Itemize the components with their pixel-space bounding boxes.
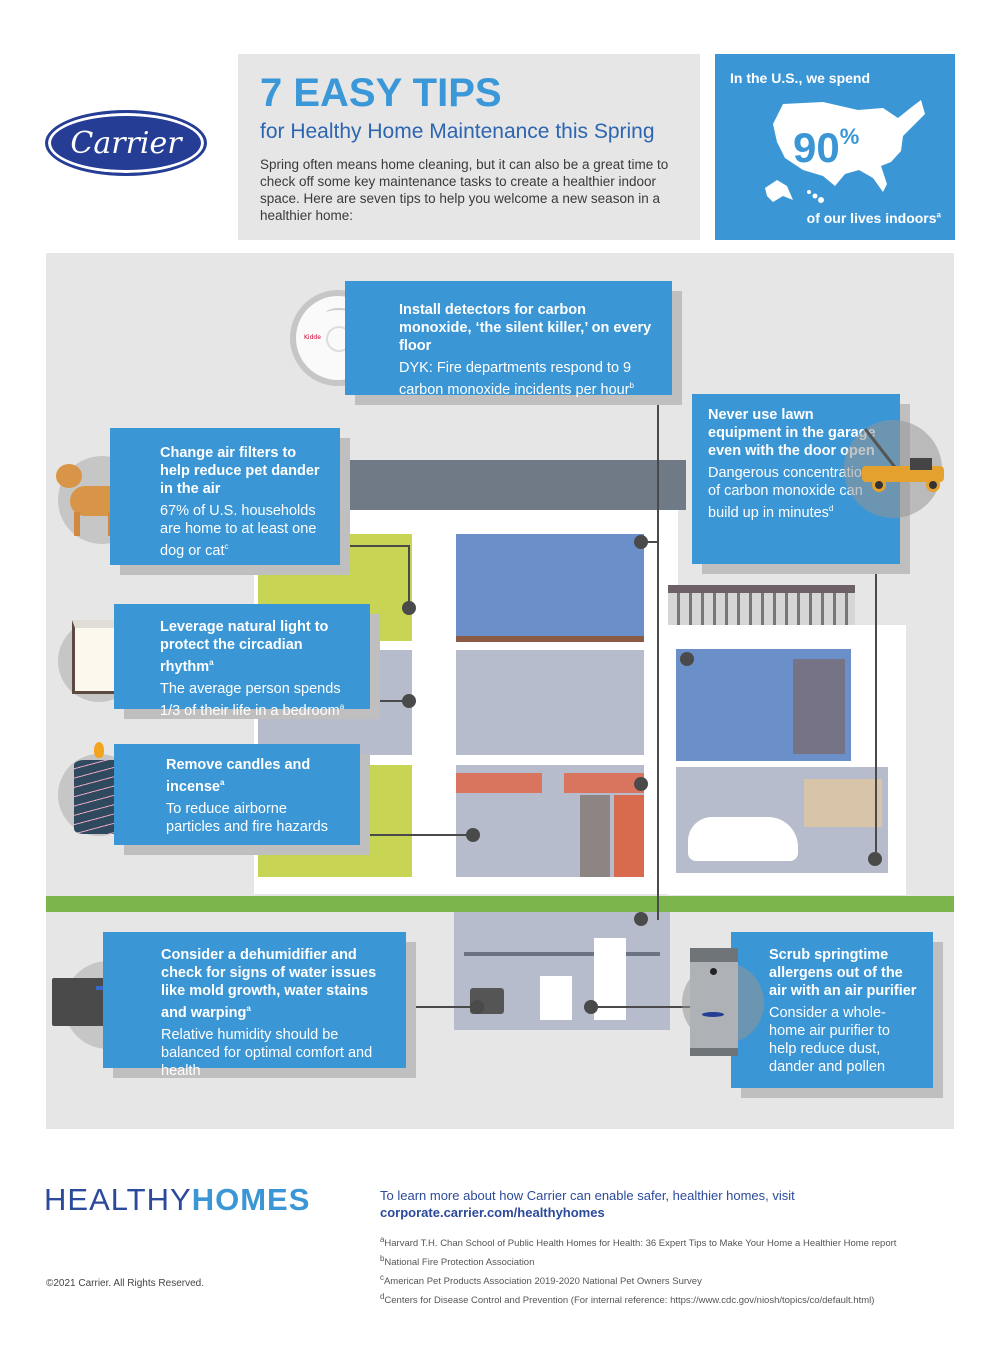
carrier-logo: Carrier (45, 110, 207, 176)
tip-detail: Relative humidity should be balanced for… (161, 1026, 373, 1079)
intro-panel: 7 EASY TIPS for Healthy Home Maintenance… (238, 54, 700, 240)
tip-detail: The average person spends 1/3 of their l… (160, 680, 345, 719)
tip-detail: DYK: Fire departments respond to 9 carbo… (399, 360, 634, 398)
learn-more-text: To learn more about how Carrier can enab… (380, 1188, 795, 1220)
stat-top-text: In the U.S., we spend (730, 70, 871, 86)
pendant-light-icon (466, 540, 536, 568)
room-garage (676, 767, 888, 873)
tip-title: Change air filters to help reduce pet da… (160, 445, 320, 497)
tip-card-air-purifier: Scrub springtime allergens out of the ai… (731, 932, 933, 1088)
connector-line (592, 1006, 692, 1008)
connector-line (408, 545, 410, 605)
reference-item: aHarvard T.H. Chan School of Public Heal… (380, 1235, 897, 1250)
us-map-icon (765, 100, 925, 203)
tip-title: Consider a dehumidifier and check for si… (161, 947, 377, 1021)
lawn-mower-marker (868, 852, 882, 866)
tip-detail: To reduce airborne particles and fire ha… (166, 800, 328, 835)
connector-line (340, 545, 410, 547)
air-filter-marker (402, 601, 416, 615)
logo-text: Carrier (70, 125, 182, 161)
lawn-mower-icon (850, 428, 946, 500)
co-detector-marker (634, 912, 648, 926)
room-kitchen (456, 765, 644, 877)
intro-text: Spring often means home cleaning, but it… (260, 157, 669, 223)
reference-item: cAmerican Pet Products Association 2019-… (380, 1273, 702, 1288)
tip-title: Install detectors for carbon monoxide, ‘… (399, 302, 652, 354)
stat-value: 90% (793, 124, 860, 171)
connector-line (360, 834, 470, 836)
reference-item: bNational Fire Protection Association (380, 1254, 535, 1269)
tip-card-co-detector: Install detectors for carbon monoxide, ‘… (345, 281, 672, 398)
connector-line (370, 700, 406, 702)
co-detector-marker (634, 535, 648, 549)
tip-card-candles: Remove candles and incensea To reduce ai… (114, 744, 360, 845)
room-kids-bedroom (456, 534, 644, 641)
candle-marker (466, 828, 480, 842)
copyright-text: ©2021 Carrier. All Rights Reserved. (46, 1278, 204, 1289)
dehumidifier-marker (470, 1000, 484, 1014)
pegboard (804, 779, 882, 827)
ground-line (46, 896, 954, 912)
connector-line (640, 541, 658, 543)
page-subtitle: for Healthy Home Maintenance this Spring (260, 120, 655, 143)
references-list: aHarvard T.H. Chan School of Public Heal… (380, 1232, 896, 1309)
tip-title: Remove candles and incensea (166, 757, 311, 795)
tip-detail: Consider a whole-home air purifier to he… (769, 1005, 890, 1075)
air-purifier-marker (584, 1000, 598, 1014)
co-detector-marker (680, 652, 694, 666)
reference-item: dCenters for Disease Control and Prevent… (380, 1292, 875, 1307)
room-laundry (676, 649, 851, 761)
indoor-stat-panel: In the U.S., we spend 90% of our lives i… (715, 54, 955, 240)
garage-railing (668, 585, 855, 625)
room-bathroom (456, 650, 644, 755)
healthy-homes-link[interactable]: corporate.carrier.com/healthyhomes (380, 1205, 605, 1220)
connector-line (875, 565, 877, 865)
air-purifier-icon (690, 948, 738, 1056)
tip-card-natural-light: Leverage natural light to protect the ci… (114, 604, 370, 719)
tip-title: Never use lawn equipment in the garage e… (708, 407, 876, 459)
stat-bottom-text: of our lives indoorsa (806, 210, 941, 226)
tip-detail: 67% of U.S. households are home to at le… (160, 503, 317, 559)
garage-wing (668, 625, 906, 895)
kidde-label: Kidde (304, 334, 321, 341)
window-marker (402, 694, 416, 708)
tip-card-air-filters: Change air filters to help reduce pet da… (110, 428, 340, 565)
tip-title: Leverage natural light to protect the ci… (160, 619, 329, 675)
floor-strip (456, 636, 644, 642)
room-basement (454, 912, 670, 1030)
tip-card-dehumidifier: Consider a dehumidifier and check for si… (103, 932, 406, 1079)
co-detector-marker (634, 777, 648, 791)
healthy-homes-logo: HEALTHYHOMES (44, 1182, 311, 1217)
connector-line (657, 395, 659, 920)
car-icon (688, 817, 798, 861)
dog-icon (52, 462, 128, 538)
tip-detail: Dangerous concentrations of carbon monox… (708, 465, 878, 521)
tip-title: Scrub springtime allergens out of the ai… (769, 947, 917, 999)
connector-line (406, 1006, 476, 1008)
page-title: 7 EASY TIPS (260, 71, 502, 115)
